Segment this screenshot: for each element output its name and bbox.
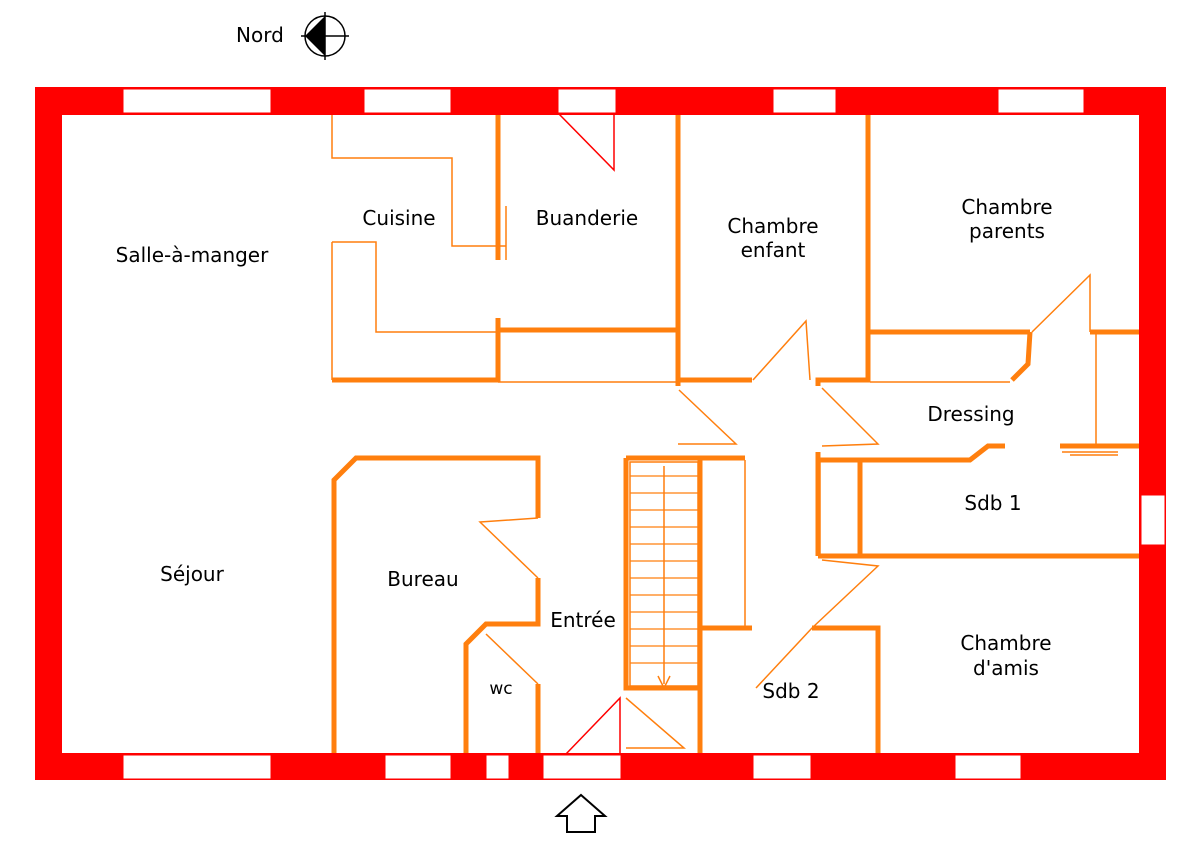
room-chambre-amis-line2: d'amis: [973, 656, 1039, 680]
window: [772, 88, 837, 114]
window: [122, 88, 272, 114]
front-door-swing: [565, 696, 621, 755]
window: [485, 754, 510, 780]
room-wc: wc: [489, 679, 512, 699]
window: [752, 754, 812, 780]
room-bureau: Bureau: [387, 567, 458, 591]
room-chambre-enfant-line1: Chambre: [727, 214, 818, 238]
room-buanderie: Buanderie: [536, 206, 638, 230]
interior-walls: [331, 115, 1139, 753]
room-chambre-enfant-line2: enfant: [741, 238, 806, 262]
front-door-opening: [542, 754, 622, 780]
north-label: Nord: [236, 23, 284, 47]
window: [122, 754, 272, 780]
fixtures-and-door-swings: [331, 115, 1118, 749]
room-salle-a-manger: Salle-à-manger: [116, 243, 269, 267]
room-entree: Entrée: [550, 608, 616, 632]
entrance-arrow-icon: [554, 793, 608, 833]
room-sdb2: Sdb 2: [762, 679, 819, 703]
window: [997, 88, 1085, 114]
room-labels: Salle-à-manger Cuisine Buanderie Chambre…: [116, 195, 1053, 703]
exterior-door-openings: [542, 88, 622, 780]
window: [954, 754, 1022, 780]
room-sejour: Séjour: [160, 562, 224, 586]
window: [363, 88, 452, 114]
window: [1140, 494, 1166, 546]
north-compass-icon: [301, 12, 349, 60]
room-chambre-parents-line1: Chambre: [961, 195, 1052, 219]
room-dressing: Dressing: [927, 402, 1014, 426]
stair-arrow-icon: [657, 675, 671, 690]
windows: [122, 88, 1166, 780]
back-door-swing: [558, 113, 615, 172]
room-chambre-parents-line2: parents: [969, 219, 1045, 243]
staircase: [629, 461, 699, 690]
room-sdb1: Sdb 1: [964, 491, 1021, 515]
back-door-opening: [557, 88, 617, 114]
room-chambre-amis-line1: Chambre: [960, 631, 1051, 655]
room-cuisine: Cuisine: [362, 206, 435, 230]
north-compass: Nord: [236, 12, 349, 60]
window: [384, 754, 452, 780]
